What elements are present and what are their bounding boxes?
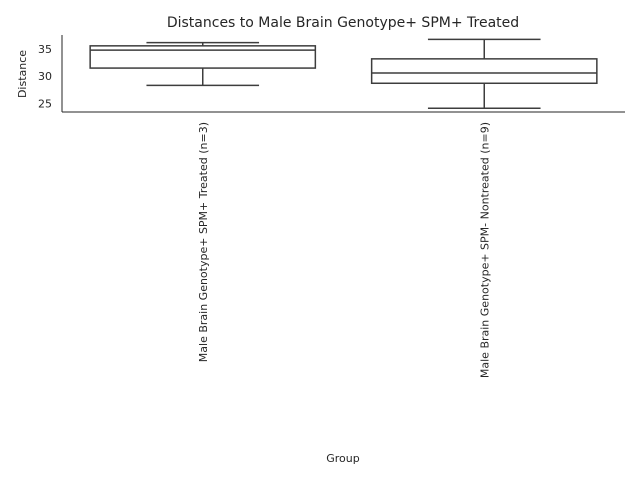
x-axis-ticks: Male Brain Genotype+ SPM+ Treated (n=3) M…	[197, 122, 492, 378]
box-group	[370, 38, 598, 109]
box-iqr	[89, 45, 317, 69]
y-tick-label: 25	[38, 97, 52, 110]
y-axis-ticks: 25 30 35	[38, 43, 52, 110]
y-tick-label: 30	[38, 70, 52, 83]
x-tick-label: Male Brain Genotype+ SPM+ Treated (n=3)	[197, 122, 210, 362]
box-iqr	[370, 58, 598, 85]
x-tick-label: Male Brain Genotype+ SPM- Nontreated (n=…	[478, 122, 491, 378]
y-tick-label: 35	[38, 43, 52, 56]
box-group	[89, 41, 317, 87]
boxes-group	[89, 38, 598, 109]
x-axis-label: Group	[326, 452, 360, 465]
chart-title: Distances to Male Brain Genotype+ SPM+ T…	[167, 15, 519, 31]
y-axis-label: Distance	[16, 50, 29, 98]
